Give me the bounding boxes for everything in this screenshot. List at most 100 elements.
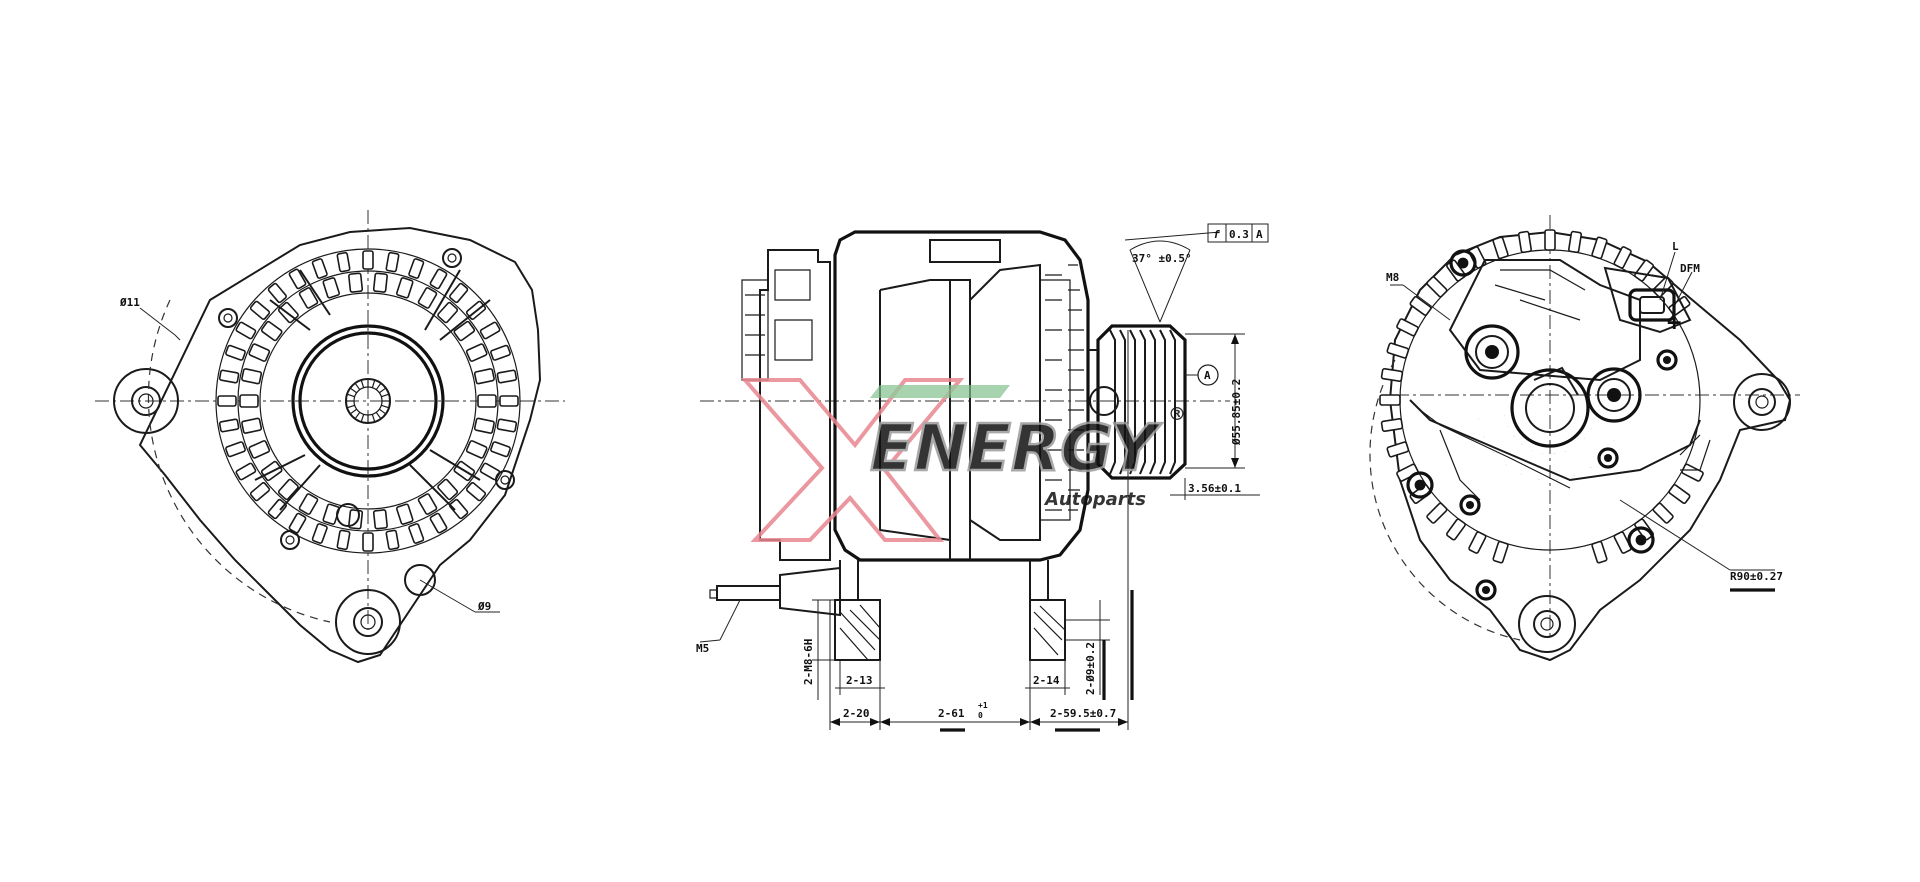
vent-slot	[385, 251, 400, 273]
pulley-groove	[1139, 329, 1146, 475]
vent-slot	[225, 441, 246, 458]
vent-slot	[311, 258, 328, 279]
vent-slot	[348, 272, 364, 293]
vent-slot	[1652, 276, 1674, 298]
vent-slot	[449, 498, 469, 520]
pulley-offset-label: 3.56±0.1	[1188, 482, 1241, 495]
radius-label: R90±0.27	[1730, 570, 1783, 583]
rectifier-fin-inner	[1491, 434, 1515, 454]
vent-slot	[288, 268, 307, 290]
watermark-registered: ®	[1168, 404, 1186, 425]
vent-slot	[477, 394, 497, 408]
datum-marker: A	[1204, 369, 1211, 382]
vent-slot	[311, 523, 328, 544]
right-rear-view: M8 L DFM + R90±0.27	[1369, 215, 1800, 662]
spline-tooth	[349, 387, 358, 394]
side-view: Ø55.85±0.2 A 3.56±0.1 37° ±0.5° f 0.3 A …	[696, 223, 1269, 732]
vent-slot	[362, 250, 374, 270]
vent-slot	[408, 523, 425, 544]
vent-slot	[1380, 418, 1404, 433]
vent-slot	[479, 321, 501, 340]
vent-slot	[490, 441, 511, 458]
span-mid-tol-top: +1	[978, 701, 988, 710]
bolt-center	[1662, 355, 1672, 365]
pulley-groove	[1119, 329, 1126, 475]
vent-slot	[1652, 502, 1674, 524]
vent-slot	[385, 529, 400, 551]
bolt-center	[1414, 479, 1426, 491]
vent-slot	[1668, 484, 1691, 504]
pulley-groove	[1129, 329, 1136, 475]
vent-slot	[249, 482, 271, 502]
bolt-center	[1603, 453, 1613, 463]
vent-slot	[241, 368, 263, 385]
vent-slot	[490, 344, 511, 361]
left-hole-label: Ø11	[119, 296, 140, 309]
right-stud-label: M8	[1386, 271, 1399, 284]
vent-slot	[217, 395, 237, 407]
vent-slot	[336, 529, 351, 551]
vent-slot	[298, 493, 319, 515]
spline-tooth	[360, 414, 365, 423]
vent-slot	[417, 287, 438, 309]
bolt-head	[1475, 579, 1497, 601]
vent-slot	[396, 277, 414, 299]
bore-vertical-label: 2-M8-6H	[802, 639, 815, 685]
spline-tooth	[378, 408, 387, 415]
plus-terminal-label: +	[1667, 308, 1681, 336]
spline-tooth	[375, 411, 382, 420]
vent-slot	[267, 498, 287, 520]
vent-slot	[248, 343, 271, 362]
bolt-head	[1449, 249, 1477, 277]
spline-tooth	[371, 379, 376, 388]
vent-slot	[473, 368, 495, 385]
bolt-center	[1457, 257, 1469, 269]
span-mid-tol-bot: 0	[978, 711, 983, 720]
tolerance-datum: A	[1256, 228, 1263, 241]
vent-slot	[372, 509, 388, 530]
bolt-head	[1406, 471, 1434, 499]
bolt-head	[1627, 526, 1655, 554]
vent-slot	[1468, 531, 1487, 554]
vent-slot	[465, 343, 488, 362]
vent-slot	[473, 417, 495, 434]
vent-slot	[241, 417, 263, 434]
rectifier-fin-inner	[1590, 427, 1616, 443]
spline-tooth	[349, 408, 358, 415]
vent-slot	[235, 462, 257, 481]
tolerance-value: 0.3	[1229, 228, 1249, 241]
vent-slot	[1426, 502, 1448, 524]
vent-slot	[499, 395, 519, 407]
rectifier-fin-inner	[1504, 443, 1524, 467]
vent-slot	[465, 482, 487, 502]
rectifier-fin-inner	[1563, 450, 1577, 477]
span-left-label: 2-20	[843, 707, 870, 720]
vent-slot	[249, 300, 271, 320]
vent-slot	[1568, 230, 1583, 254]
vent-slot	[1409, 296, 1432, 316]
vent-slot	[1492, 540, 1509, 564]
vent-slot	[465, 440, 488, 459]
spline-tooth	[381, 393, 390, 398]
terminal-l-label: L	[1672, 240, 1679, 253]
bottom-width-left: 2-13	[846, 674, 873, 687]
vent-slot	[362, 532, 374, 552]
left-front-view: Ø11 Ø9	[95, 210, 565, 664]
vent-slot	[1396, 318, 1419, 337]
vent-slot	[1386, 342, 1410, 359]
spline-tooth	[346, 404, 355, 409]
left-bolt-label: Ø9	[477, 600, 491, 613]
vent-slot	[396, 503, 414, 525]
spline-tooth	[378, 387, 387, 394]
bolt-head	[1459, 494, 1481, 516]
vent-slot	[1380, 367, 1404, 382]
vertical-dim-label: 2-Ø9±0.2	[1084, 642, 1097, 695]
watermark-sub: Autoparts	[1043, 489, 1146, 510]
vent-slot	[277, 478, 299, 501]
vent-slot	[1517, 230, 1532, 254]
spline-tooth	[354, 411, 361, 420]
vent-slot	[1492, 236, 1509, 260]
vent-slot	[429, 268, 448, 290]
vent-slot	[1544, 229, 1556, 251]
